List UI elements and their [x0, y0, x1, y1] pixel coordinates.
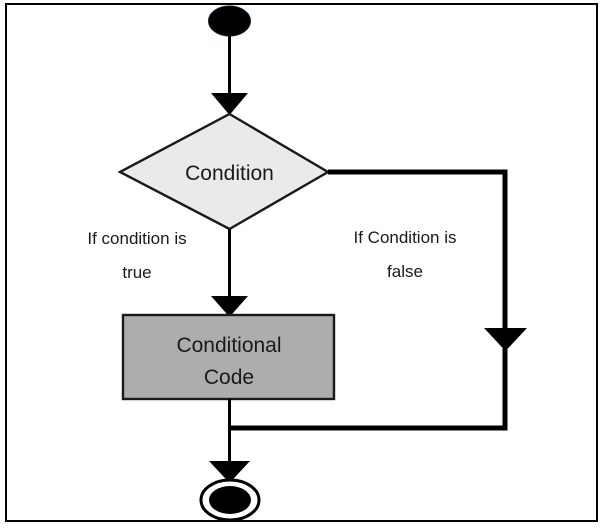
- false-branch-label-line1: If Condition is: [354, 228, 457, 247]
- decision-node-label: Condition: [185, 162, 274, 185]
- image-border-frame: [5, 3, 598, 522]
- end-node[interactable]: [199, 478, 261, 522]
- edge-false-branch-lower-path: [229, 348, 508, 431]
- start-node-ellipse: [208, 5, 251, 37]
- false-branch-label-line2: false: [387, 262, 423, 281]
- true-branch-label: If condition is true: [87, 229, 186, 282]
- edge-process-to-end-arrowhead: [209, 461, 250, 483]
- process-node-label-line1: Conditional: [176, 334, 281, 357]
- edge-start-to-decision-arrowhead: [211, 93, 248, 115]
- edge-true-branch-arrowhead: [211, 296, 248, 317]
- true-branch-label-line2: true: [122, 263, 151, 282]
- edge-false-branch-upper-path: [328, 169, 508, 331]
- edge-false-branch: [229, 169, 527, 431]
- edge-process-to-end: [209, 399, 250, 483]
- end-node-inner-fill: [209, 486, 251, 514]
- true-branch-label-line1: If condition is: [87, 229, 186, 248]
- decision-node[interactable]: Condition: [117, 112, 331, 231]
- process-node-label-line2: Code: [204, 366, 254, 389]
- start-node[interactable]: [208, 5, 251, 37]
- false-branch-label: If Condition is false: [354, 228, 457, 281]
- edge-false-branch-arrowhead: [484, 328, 527, 351]
- edge-start-to-decision: [211, 36, 248, 115]
- process-node[interactable]: Conditional Code: [121, 313, 336, 401]
- edge-true-branch: [211, 229, 248, 317]
